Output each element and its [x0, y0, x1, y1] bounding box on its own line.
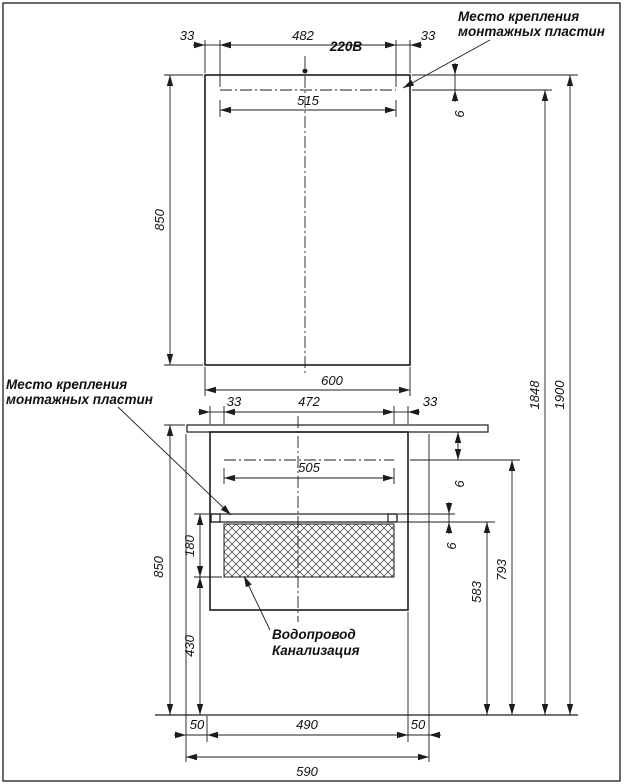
mirror-width-dimension: 600 [204, 367, 411, 396]
note-mount-top-line2: монтажных пластин [458, 24, 605, 39]
dim-vanity-inner-span: 505 [298, 460, 320, 475]
mirror-height-dimension: 850 [152, 74, 203, 366]
mirror-cabinet-outline [204, 74, 411, 366]
note-mount-top-leader [402, 39, 491, 89]
dim-vanity-right-offset: 33 [423, 394, 438, 409]
dim-mirror-top-gap: 6 [452, 110, 467, 118]
dim-vanity-height: 850 [151, 555, 166, 577]
dim-mirror-height: 850 [152, 208, 167, 230]
pipes-hatch-area [223, 523, 395, 578]
dim-mount-to-floor: 793 [494, 558, 509, 580]
dim-vanity-left-offset: 33 [227, 394, 242, 409]
label-power: 220В [329, 39, 363, 54]
dim-vanity-mount-span: 472 [298, 394, 320, 409]
dim-height-to-mount: 1848 [527, 380, 542, 410]
dim-floor-total: 590 [296, 764, 318, 779]
dim-mirror-inner-span: 515 [297, 93, 319, 108]
dim-floor-right: 50 [411, 717, 426, 732]
dim-floor-left: 50 [190, 717, 205, 732]
dim-mirror-left-offset: 33 [180, 28, 195, 43]
dim-mirror-width: 600 [321, 373, 343, 388]
dim-mirror-right-offset: 33 [421, 28, 436, 43]
mounting-plate-right-end [387, 513, 398, 523]
mirror-gap-dimension: 6 [412, 63, 578, 118]
vanity-inner-dimension: 505 [223, 460, 395, 484]
note-mount-bottom-leader [117, 406, 232, 516]
mirror-cabinet [204, 56, 411, 374]
vanity-gap-dimension: 6 [410, 432, 520, 488]
vanity-unit [186, 416, 489, 622]
dim-floor-mid: 490 [296, 717, 318, 732]
note-mount-top-line1: Место крепления [458, 9, 579, 24]
note-mount-bottom-line2: монтажных пластин [6, 392, 153, 407]
note-mount-top: Место крепления монтажных пластин [402, 9, 605, 89]
dim-hatch-height: 180 [182, 534, 197, 556]
note-plumbing-line1: Водопровод [272, 627, 356, 642]
note-mount-bottom: Место крепления монтажных пластин [6, 377, 232, 516]
vanity-right-dimensions: 583 793 [469, 460, 516, 715]
note-plumbing-line2: Канализация [272, 643, 360, 658]
note-plumbing-leader [243, 575, 271, 631]
floor-dimensions: 50 490 50 590 [174, 434, 441, 779]
countertop-outline [186, 424, 489, 433]
dim-plate-gap: 6 [444, 542, 459, 550]
mounting-plate-strip [210, 513, 398, 523]
vanity-top-dimensions: 33 472 33 [198, 394, 438, 424]
dim-mirror-mount-span: 482 [292, 28, 314, 43]
note-plumbing: Водопровод Канализация [243, 575, 360, 658]
note-mount-bottom-line1: Место крепления [6, 377, 127, 392]
overall-height-dimensions: 1848 1900 [527, 75, 574, 715]
vanity-cabinet-outline [209, 431, 409, 611]
mounting-plate-left-end [210, 513, 221, 523]
dim-hatch-to-floor: 430 [182, 634, 197, 656]
dim-vanity-top-gap: 6 [452, 480, 467, 488]
dim-plate-to-floor: 583 [469, 580, 484, 602]
mirror-inner-dimension: 515 [219, 93, 397, 117]
mirror-top-dimensions: 33 482 33 [180, 28, 436, 87]
power-outlet-point [302, 68, 308, 74]
vanity-left-dimensions: 180 430 850 [151, 424, 222, 715]
plate-gap-dimension: 6 [398, 502, 495, 550]
dim-height-total: 1900 [552, 380, 567, 410]
